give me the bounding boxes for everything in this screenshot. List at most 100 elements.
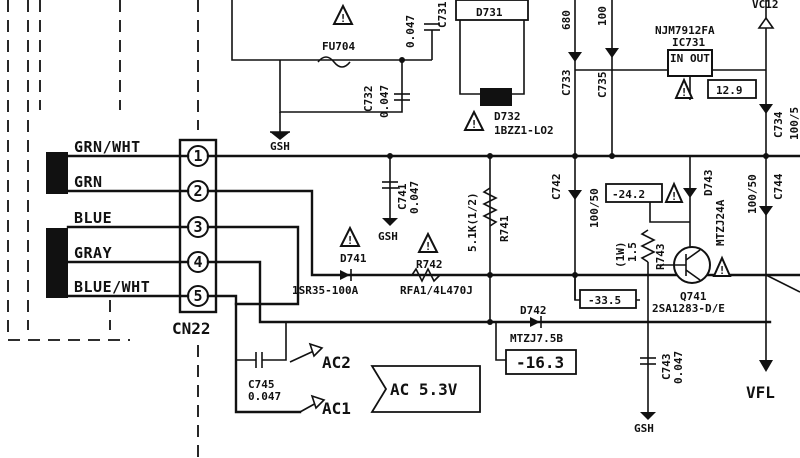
- capacitor-c735-mark: [605, 48, 619, 58]
- voltage-12-9: 12.9: [716, 84, 743, 97]
- diode-d741: [340, 269, 352, 281]
- c745-value: 0.047: [248, 390, 281, 403]
- ic731-part: NJM7912FA: [655, 24, 715, 37]
- vc12-label: VC12: [752, 0, 779, 11]
- wire-label-grn: GRN: [74, 173, 103, 191]
- r743-top-wire: [649, 202, 690, 223]
- diode-d731-box: [455, 0, 529, 21]
- wire-label-blue-wht: BLUE/WHT: [74, 278, 150, 296]
- c733-value: 680: [560, 10, 573, 30]
- voltage-16-3: -16.3: [516, 353, 564, 372]
- capacitor-c732: [394, 93, 410, 101]
- r742-part: RFA1/4L470J: [400, 284, 473, 297]
- frame-dashed-lines: [7, 0, 199, 458]
- fuse-fu704: [317, 56, 351, 68]
- svg-text:!: !: [719, 264, 726, 277]
- diode-d732: [480, 88, 512, 106]
- capacitor-c743: [640, 357, 656, 365]
- r741-label: R741: [498, 215, 511, 242]
- c733-label: C733: [560, 70, 573, 97]
- pin3-wire: [206, 225, 300, 306]
- c734-value: 100/5: [788, 107, 800, 140]
- r742-label: R742: [416, 258, 443, 271]
- ac1-label: AC1: [322, 399, 351, 418]
- c735-value: 100: [596, 6, 609, 26]
- pin-number: 3: [193, 218, 202, 236]
- c732-value: 0.047: [378, 85, 391, 118]
- wire-label-blue: BLUE: [74, 209, 112, 227]
- c743-label: C743: [660, 354, 673, 381]
- d731-right-wire: [512, 20, 525, 95]
- wire-label-gray: GRAY: [74, 244, 112, 262]
- c745-right-wire: [262, 322, 287, 361]
- c742-label: C742: [550, 174, 563, 201]
- r741-value: 5.1K(1/2): [466, 192, 479, 252]
- svg-text:!: !: [681, 86, 688, 99]
- voltage-33-5: -33.5: [588, 294, 621, 307]
- d743-part: MTZJ24A: [714, 199, 727, 246]
- d732-label: D732: [494, 110, 521, 123]
- capacitor-c731: [424, 23, 440, 31]
- gsh-label-bottom: GSH: [634, 422, 654, 435]
- vfl-label: VFL: [746, 383, 775, 402]
- voltage-box-ac: [370, 365, 481, 413]
- d732-part: 1BZZ1-LO2: [494, 124, 554, 137]
- ic731-label: IC731: [672, 36, 705, 49]
- ground-icon: [270, 131, 290, 140]
- svg-text:!: !: [340, 12, 347, 25]
- d742-label: D742: [520, 304, 547, 317]
- svg-text:!: !: [471, 118, 478, 131]
- voltage-box-24-2: [605, 183, 663, 203]
- connector-label: CN22: [172, 319, 211, 338]
- d731-label: D731: [476, 6, 503, 19]
- junction-dot: [609, 153, 615, 159]
- connector-pin-2: 2: [187, 180, 209, 202]
- ac2-label: AC2: [322, 353, 351, 372]
- pin-number: 2: [193, 182, 202, 200]
- q741-part: 2SA1283-D/E: [652, 302, 725, 315]
- voltage-24-2: -24.2: [612, 188, 645, 201]
- fu704-label: FU704: [322, 40, 355, 53]
- diode-d742: [530, 316, 542, 328]
- c732-label: C732: [362, 86, 375, 113]
- c742-value: 100/50: [588, 188, 601, 228]
- svg-text:!: !: [671, 190, 678, 203]
- v16-wire: [495, 322, 506, 361]
- c741-label: C741: [396, 183, 409, 210]
- top-left-drop: [279, 60, 403, 113]
- top-left-wire: [231, 0, 400, 61]
- gsh-label-mid: GSH: [378, 230, 398, 243]
- capacitor-c744-mark: [759, 206, 773, 216]
- resistor-r743: [640, 229, 656, 263]
- connector-pin-3: 3: [187, 216, 209, 238]
- c745-label: C745: [248, 378, 275, 391]
- c744-value: 100/50: [746, 174, 759, 214]
- q741-label: Q741: [680, 290, 707, 303]
- capacitor-c745: [255, 352, 263, 368]
- safety-warning-icon: !: [664, 181, 684, 203]
- safety-warning-icon: !: [332, 3, 354, 25]
- ground-icon: [382, 218, 398, 226]
- ic-out-label: OUT: [690, 52, 710, 65]
- r743-value: 1.5: [626, 242, 639, 262]
- q741-collector: [685, 269, 701, 281]
- c735-label: C735: [596, 72, 609, 99]
- voltage-box-16-3: [505, 349, 577, 375]
- r743-watt: (1W): [614, 242, 627, 269]
- arrow-up-icon: [757, 16, 775, 29]
- right-exit-wire: [765, 274, 800, 293]
- gsh-label-top: GSH: [270, 140, 290, 153]
- c743-value: 0.047: [672, 351, 685, 384]
- connector-pin-4: 4: [187, 251, 209, 273]
- c731-label: C731: [436, 1, 449, 28]
- arrow-down-icon: [759, 360, 773, 372]
- pin5-wire: [206, 294, 302, 414]
- c741-value: 0.047: [408, 181, 421, 214]
- probe-ac2-icon: [289, 342, 324, 363]
- safety-warning-icon: !: [674, 77, 694, 99]
- connector-pin-1: 1: [187, 145, 209, 167]
- resistor-r742: [411, 267, 441, 283]
- capacitor-c734-mark: [759, 104, 773, 114]
- junction-dot: [487, 319, 493, 325]
